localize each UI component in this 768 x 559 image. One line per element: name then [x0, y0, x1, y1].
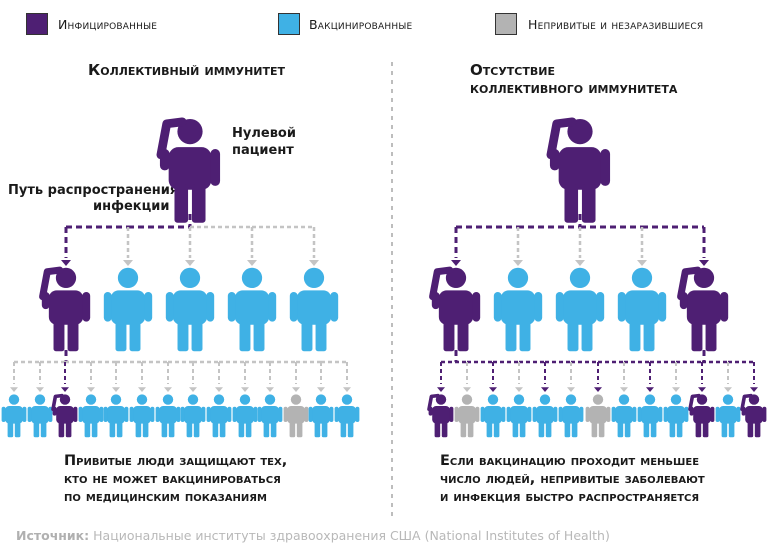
left-top-arrow-2 — [185, 260, 195, 266]
source-note: Источник: Национальные институты здравоо… — [16, 528, 610, 543]
left-bottom-arrow-1 — [36, 387, 44, 392]
left-middle-person-0 — [39, 266, 91, 352]
right-middle-person-0 — [429, 266, 481, 352]
patient-zero-label-line2: пациент — [232, 143, 294, 158]
left-middle-person-3 — [227, 267, 277, 352]
left-bottom-arrow-2 — [61, 387, 69, 392]
right-bottom-person-11 — [715, 394, 741, 438]
legend-swatch-infected — [26, 13, 48, 35]
right-bottom-person-4 — [532, 394, 558, 438]
left-bottom-person-13 — [334, 394, 360, 438]
legend-label-unvaccinated: Непривитые и незаразившиеся — [528, 17, 704, 32]
left-bottom-arrow-4 — [112, 387, 120, 392]
right-bottom-arrow-3 — [515, 387, 523, 392]
left-top-arrow-1 — [123, 260, 133, 266]
left-bottom-arrow-0 — [10, 387, 18, 392]
right-panel-title-line2: коллективного иммунитета — [470, 79, 678, 97]
left-bottom-arrow-12 — [317, 387, 325, 392]
left-bottom-arrow-5 — [138, 387, 146, 392]
right-middle-person-2 — [555, 267, 605, 352]
right-patient-zero — [546, 117, 611, 223]
right-bottom-person-1 — [454, 394, 480, 438]
patient-zero-label-line1: Нулевой — [232, 126, 296, 141]
left-bottom-person-12 — [308, 394, 334, 438]
right-bottom-arrow-10 — [698, 387, 706, 392]
legend-label-infected: Инфицированные — [58, 17, 158, 32]
left-caption-line2: кто не может вакцинироваться — [64, 471, 281, 487]
left-bottom-person-2 — [51, 393, 78, 438]
left-bottom-arrow-9 — [241, 387, 249, 392]
left-bottom-person-4 — [103, 394, 129, 438]
left-bottom-person-3 — [78, 394, 104, 438]
left-bottom-arrow-10 — [266, 387, 274, 392]
right-bottom-person-6 — [585, 394, 611, 438]
left-bottom-arrow-11 — [292, 387, 300, 392]
right-top-arrow-1 — [513, 260, 523, 266]
left-bottom-person-0 — [1, 394, 27, 438]
legend-swatch-vaccinated — [278, 13, 300, 35]
right-middle-person-1 — [493, 267, 543, 352]
right-bottom-person-12 — [740, 393, 767, 438]
right-caption-line2: число людей, непривитые заболевают — [440, 471, 705, 487]
right-panel-title-line1: Отсутствие — [470, 61, 555, 79]
right-bottom-arrow-6 — [594, 387, 602, 392]
left-middle-person-4 — [289, 267, 339, 352]
right-bottom-arrow-1 — [463, 387, 471, 392]
spread-path-label-line2: инфекции — [93, 199, 170, 214]
left-bottom-arrow-7 — [189, 387, 197, 392]
spread-path-label-line1: Путь распространения — [8, 183, 179, 198]
left-bottom-arrow-6 — [164, 387, 172, 392]
left-bottom-arrow-3 — [87, 387, 95, 392]
left-bottom-person-11 — [283, 394, 309, 438]
right-bottom-person-2 — [480, 394, 506, 438]
right-bottom-arrow-5 — [567, 387, 575, 392]
left-bottom-arrow-8 — [215, 387, 223, 392]
left-bottom-person-1 — [27, 394, 53, 438]
right-bottom-person-0 — [427, 393, 454, 438]
left-bottom-person-5 — [129, 394, 155, 438]
left-bottom-arrow-13 — [343, 387, 351, 392]
left-top-arrow-0 — [61, 260, 71, 266]
right-bottom-arrow-9 — [672, 387, 680, 392]
source-text: Национальные институты здравоохранения С… — [89, 528, 610, 543]
right-bottom-person-9 — [663, 394, 689, 438]
right-bottom-person-5 — [558, 394, 584, 438]
right-caption-line3: и инфекция быстро распространяется — [440, 489, 700, 505]
left-bottom-person-8 — [206, 394, 232, 438]
right-bottom-person-8 — [637, 394, 663, 438]
right-middle-person-3 — [617, 267, 667, 352]
left-top-arrow-3 — [247, 260, 257, 266]
right-bottom-arrow-8 — [646, 387, 654, 392]
left-middle-person-1 — [103, 267, 153, 352]
left-caption-line3: по медицинским показаниям — [64, 489, 267, 505]
left-middle-person-2 — [165, 267, 215, 352]
right-bottom-arrow-12 — [750, 387, 758, 392]
legend-label-vaccinated: Вакцинированные — [309, 17, 413, 32]
left-bottom-person-10 — [257, 394, 283, 438]
legend-swatch-unvaccinated — [495, 13, 517, 35]
right-bottom-person-10 — [688, 393, 715, 438]
right-middle-person-4 — [677, 266, 729, 352]
right-top-arrow-3 — [637, 260, 647, 266]
right-caption-line1: Если вакцинацию проходит меньшее — [440, 453, 700, 469]
left-top-arrow-4 — [309, 260, 319, 266]
right-top-arrow-2 — [575, 260, 585, 266]
source-label: Источник: — [16, 528, 90, 543]
right-bottom-arrow-4 — [541, 387, 549, 392]
right-bottom-person-3 — [506, 394, 532, 438]
right-bottom-arrow-2 — [489, 387, 497, 392]
right-top-arrow-4 — [699, 260, 709, 266]
right-bottom-person-7 — [611, 394, 637, 438]
left-caption-line1: Привитые люди защищают тех, — [64, 453, 288, 469]
left-patient-zero — [156, 117, 221, 223]
left-bottom-person-7 — [180, 394, 206, 438]
left-bottom-person-9 — [232, 394, 258, 438]
left-panel-title: Коллективный иммунитет — [88, 61, 286, 79]
right-bottom-arrow-0 — [437, 387, 445, 392]
left-bottom-person-6 — [155, 394, 181, 438]
right-bottom-arrow-11 — [724, 387, 732, 392]
right-bottom-arrow-7 — [620, 387, 628, 392]
right-top-arrow-0 — [451, 260, 461, 266]
